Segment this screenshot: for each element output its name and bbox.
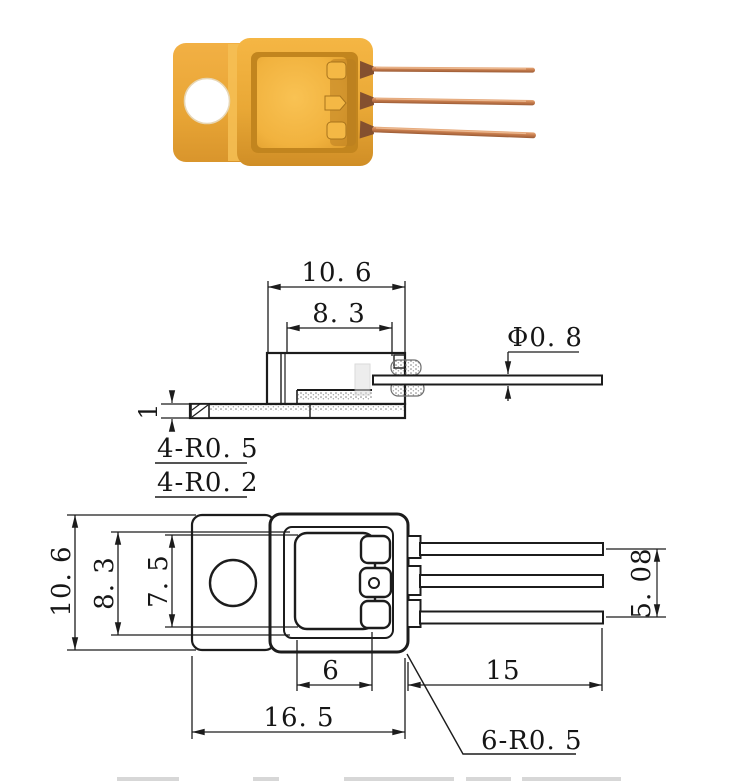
front-radius-note: 6-R0. 5: [406, 653, 583, 756]
front-dim-inner-height: 8. 3: [90, 531, 290, 636]
side-view-insert-ghost: [354, 363, 371, 396]
front-lead-2: [419, 574, 604, 588]
side-dim-overall-width: 10. 6: [267, 258, 406, 352]
photo-lead-1: [359, 60, 536, 79]
side-view-shelf-hatch: [298, 391, 372, 400]
side-view-lead: [372, 374, 603, 386]
front-dim-lead-length: 15: [407, 628, 603, 691]
side-dim-lead-diameter-label: Φ0. 8: [507, 323, 583, 353]
product-photo: [173, 38, 536, 166]
side-dim-inner-width-label: 8. 3: [312, 299, 366, 329]
side-dim-overall-width-label: 10. 6: [301, 258, 372, 288]
front-contact-3: [359, 599, 392, 630]
front-dim-cavity-height: 7. 5: [144, 534, 298, 628]
photo-inner-contacts: [324, 61, 347, 140]
front-dim-cavity-width-label: 6: [322, 656, 340, 686]
front-contact-2-hole: [368, 577, 380, 589]
front-view-outline: [190, 512, 604, 654]
radius-note-2: 4-R0. 2: [157, 468, 259, 498]
front-mounting-hole: [208, 558, 258, 608]
front-view: 10. 6 8. 3 7. 5 6 16. 5: [47, 512, 666, 756]
front-contact-1: [359, 534, 392, 565]
side-view: 10. 6 8. 3 Φ0. 8 1 4-R0. 5 4-R0.: [134, 258, 603, 498]
front-dim-overall-height-label: 10. 6: [47, 545, 77, 616]
side-view-base-hatch: [210, 405, 404, 411]
photo-mounting-hole: [183, 77, 231, 125]
front-dim-lead-pitch-span-label: 5. 08: [627, 547, 657, 618]
front-radius-note-label: 6-R0. 5: [481, 726, 583, 756]
photo-lead-3: [359, 120, 536, 139]
photo-lead-2: [359, 91, 535, 110]
radius-notes: 4-R0. 5 4-R0. 2: [155, 434, 259, 498]
side-view-crimp-upper: [390, 359, 422, 376]
radius-note-1: 4-R0. 5: [157, 434, 259, 464]
front-dim-overall-width: 16. 5: [191, 656, 406, 739]
front-dim-lead-length-label: 15: [485, 656, 520, 686]
photo-recess-plate: [257, 57, 347, 148]
side-dim-lead-diameter: Φ0. 8: [504, 323, 583, 401]
photo-leads: [359, 60, 536, 139]
front-lead-stub-1: [406, 535, 422, 559]
front-dim-lead-pitch-span: 5. 08: [606, 547, 666, 619]
side-dim-inner-width: 8. 3: [286, 299, 393, 356]
front-dim-overall-width-label: 16. 5: [263, 703, 334, 733]
side-dim-flange-thickness: 1: [134, 390, 190, 432]
front-lead-stub-3: [406, 599, 422, 628]
side-dim-flange-thickness-label: 1: [134, 403, 163, 420]
scan-artifact-strip: [117, 777, 621, 781]
front-contact-2: [358, 566, 393, 599]
front-lead-1: [419, 542, 604, 556]
front-dim-overall-height: 10. 6: [47, 514, 196, 651]
side-view-outline: [188, 351, 603, 420]
front-recess: [283, 526, 394, 639]
front-lead-3: [419, 610, 604, 625]
front-dim-cavity-width: 6: [296, 632, 373, 691]
front-dim-cavity-height-label: 7. 5: [144, 554, 174, 608]
front-lead-stub-2: [406, 565, 422, 596]
front-dim-inner-height-label: 8. 3: [90, 556, 120, 610]
